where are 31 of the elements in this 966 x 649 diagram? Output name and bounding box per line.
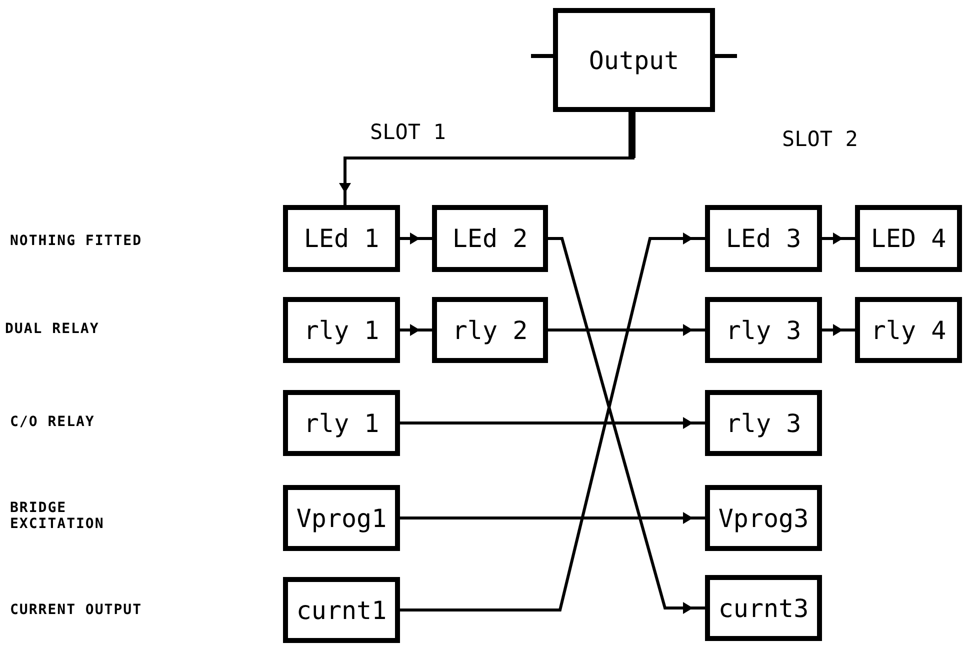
module-box: rly 1 <box>283 390 400 456</box>
module-box: curnt1 <box>283 577 400 643</box>
arrow <box>400 232 705 612</box>
module-box: LEd 3 <box>705 205 822 272</box>
row-label: C/O RELAY <box>10 414 96 430</box>
arrow <box>548 237 705 614</box>
module-box: rly 3 <box>705 390 822 456</box>
row-label: NOTHING FITTED <box>10 233 144 249</box>
module-box: LEd 2 <box>432 205 548 272</box>
slot-label: SLOT 1 <box>370 120 446 144</box>
row-label: BRIDGE EXCITATION <box>10 500 106 532</box>
arrow <box>822 324 855 336</box>
module-box: curnt3 <box>705 575 822 641</box>
module-box: rly 3 <box>705 297 822 363</box>
module-box: LED 4 <box>855 205 962 272</box>
module-box: rly 2 <box>432 297 548 363</box>
arrow <box>548 324 705 336</box>
module-box: rly 1 <box>283 297 400 363</box>
arrow <box>400 512 705 524</box>
module-box: rly 4 <box>855 297 962 363</box>
row-label: DUAL RELAY <box>5 321 100 337</box>
arrow <box>822 232 855 244</box>
arrow <box>400 324 432 336</box>
module-box: Vprog1 <box>283 485 400 551</box>
slot-label: SLOT 2 <box>782 127 858 151</box>
arrow <box>400 232 432 244</box>
module-box: Output <box>553 8 715 112</box>
arrow <box>400 417 705 429</box>
module-box: Vprog3 <box>705 485 822 551</box>
module-box: LEd 1 <box>283 205 400 272</box>
row-label: CURRENT OUTPUT <box>10 602 144 618</box>
